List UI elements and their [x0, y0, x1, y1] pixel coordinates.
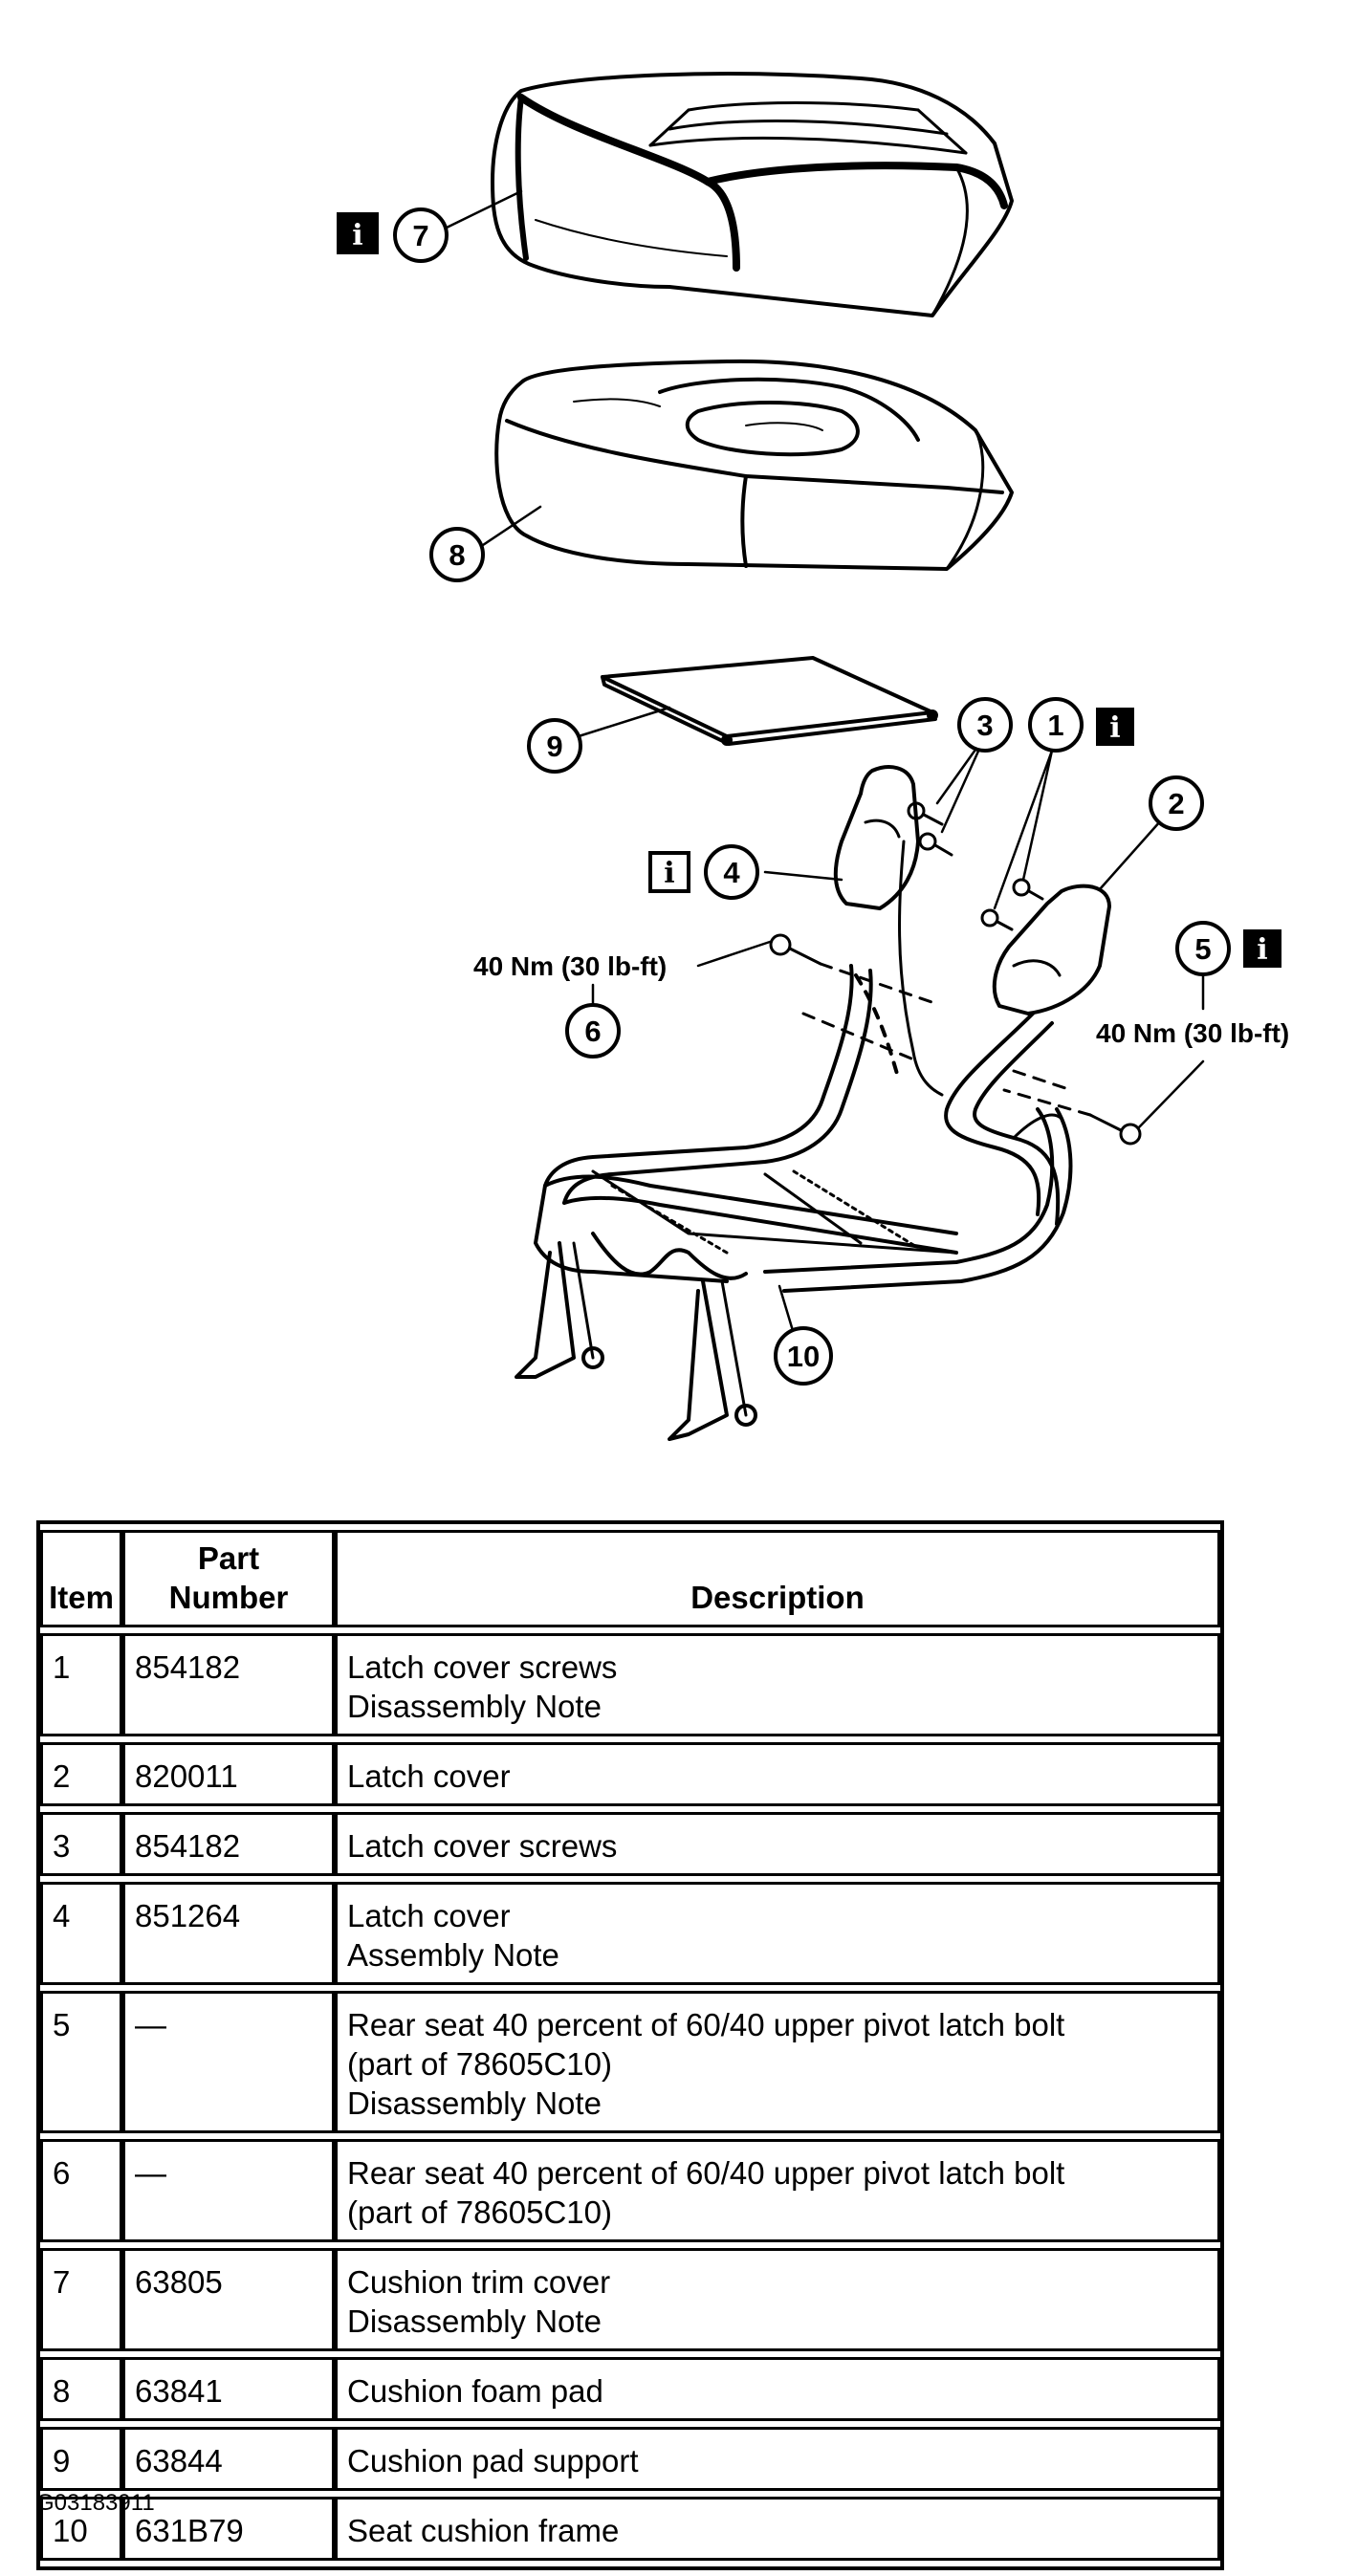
cell-part-number: — — [122, 2139, 335, 2242]
cell-item: 5 — [40, 1991, 122, 2133]
header-description: Description — [335, 1530, 1220, 1627]
exploded-seat-diagram: 7 8 9 3 1 2 4 5 — [337, 72, 1289, 1441]
table-row: 1 854182 Latch cover screws Disassembly … — [40, 1633, 1220, 1736]
table-row: 4 851264 Latch cover Assembly Note — [40, 1882, 1220, 1985]
svg-text:i: i — [1257, 933, 1267, 967]
parts-table-container: Item Part Number Description 1 854182 La… — [36, 1520, 1224, 2570]
cell-description: Latch cover screws Disassembly Note — [335, 1633, 1220, 1736]
cushion-pad-support-drawing — [601, 656, 938, 746]
table-row: 9 63844 Cushion pad support — [40, 2427, 1220, 2491]
cell-item: 6 — [40, 2139, 122, 2242]
svg-text:1: 1 — [1047, 709, 1063, 742]
callout-4: 4 — [704, 844, 759, 900]
svg-text:6: 6 — [584, 1015, 601, 1048]
callout-9: 9 — [527, 718, 582, 774]
svg-text:5: 5 — [1194, 932, 1211, 966]
header-part-number: Part Number — [122, 1530, 335, 1627]
svg-text:8: 8 — [449, 538, 465, 572]
cell-description: Cushion foam pad — [335, 2357, 1220, 2421]
cell-part-number: 820011 — [122, 1742, 335, 1806]
cell-part-number: 63805 — [122, 2248, 335, 2351]
cell-part-number: 631B79 — [122, 2497, 335, 2561]
callout-8: 8 — [429, 527, 485, 582]
cell-item: 4 — [40, 1882, 122, 1985]
latch-cover-screws-drawing — [907, 801, 1044, 931]
cushion-foam-pad-drawing — [494, 359, 1014, 571]
parts-table: Item Part Number Description 1 854182 La… — [36, 1520, 1224, 2570]
info-icons: i i i i — [337, 212, 1281, 968]
figure-id: G03183911 — [36, 2490, 155, 2516]
torque-label-bolt-6: 40 Nm (30 lb-ft) — [473, 951, 667, 981]
cushion-trim-cover-drawing — [491, 72, 1014, 317]
seat-cushion-frame-drawing — [515, 840, 1073, 1441]
cell-item: 8 — [40, 2357, 122, 2421]
callout-6: 6 — [565, 1003, 621, 1059]
callout-7: 7 — [393, 207, 449, 263]
svg-text:4: 4 — [723, 856, 740, 889]
table-row: 8 63841 Cushion foam pad — [40, 2357, 1220, 2421]
cell-part-number: 854182 — [122, 1812, 335, 1876]
leader-lines — [445, 189, 1205, 1336]
cell-item: 9 — [40, 2427, 122, 2491]
cell-description: Latch cover Assembly Note — [335, 1882, 1220, 1985]
cell-item: 2 — [40, 1742, 122, 1806]
latch-cover-right-drawing — [992, 884, 1111, 1015]
cell-item: 10 — [40, 2497, 122, 2561]
torque-label-bolt-5: 40 Nm (30 lb-ft) — [1096, 1018, 1289, 1048]
cell-description: Latch cover — [335, 1742, 1220, 1806]
cell-item: 7 — [40, 2248, 122, 2351]
info-icon: i — [337, 212, 379, 254]
callout-10: 10 — [774, 1326, 833, 1386]
cell-part-number: 63841 — [122, 2357, 335, 2421]
table-header-row: Item Part Number Description — [40, 1530, 1220, 1627]
svg-text:9: 9 — [546, 730, 562, 763]
callouts: 7 8 9 3 1 2 4 5 — [393, 207, 1231, 1386]
table-row: 5 — Rear seat 40 percent of 60/40 upper … — [40, 1991, 1220, 2133]
cell-description: Rear seat 40 percent of 60/40 upper pivo… — [335, 1991, 1220, 2133]
svg-text:i: i — [664, 857, 674, 890]
table-row: 2 820011 Latch cover — [40, 1742, 1220, 1806]
latch-cover-left-drawing — [833, 765, 920, 910]
callout-5: 5 — [1175, 921, 1231, 976]
table-row: 10 631B79 Seat cushion frame — [40, 2497, 1220, 2561]
callout-3: 3 — [957, 697, 1013, 753]
table-row: 6 — Rear seat 40 percent of 60/40 upper … — [40, 2139, 1220, 2242]
svg-text:7: 7 — [412, 219, 428, 252]
svg-text:3: 3 — [976, 709, 993, 742]
cell-item: 1 — [40, 1633, 122, 1736]
table-row: 3 854182 Latch cover screws — [40, 1812, 1220, 1876]
table-row: 7 63805 Cushion trim cover Disassembly N… — [40, 2248, 1220, 2351]
cell-description: Cushion trim cover Disassembly Note — [335, 2248, 1220, 2351]
info-icon: i — [1243, 929, 1281, 968]
cell-item: 3 — [40, 1812, 122, 1876]
cell-description: Rear seat 40 percent of 60/40 upper pivo… — [335, 2139, 1220, 2242]
callout-2: 2 — [1149, 775, 1204, 831]
cell-description: Seat cushion frame — [335, 2497, 1220, 2561]
cell-description: Cushion pad support — [335, 2427, 1220, 2491]
cell-part-number: 854182 — [122, 1633, 335, 1736]
svg-text:2: 2 — [1168, 787, 1184, 820]
header-item: Item — [40, 1530, 122, 1627]
callout-1: 1 — [1028, 697, 1084, 753]
cell-part-number: 851264 — [122, 1882, 335, 1985]
svg-text:i: i — [352, 219, 362, 252]
info-icon: i — [648, 851, 690, 893]
svg-text:10: 10 — [787, 1340, 820, 1373]
info-icon: i — [1096, 708, 1134, 746]
cell-part-number: — — [122, 1991, 335, 2133]
cell-description: Latch cover screws — [335, 1812, 1220, 1876]
cell-part-number: 63844 — [122, 2427, 335, 2491]
pivot-latch-bolts-drawing — [769, 933, 1142, 1146]
svg-text:i: i — [1109, 711, 1120, 745]
